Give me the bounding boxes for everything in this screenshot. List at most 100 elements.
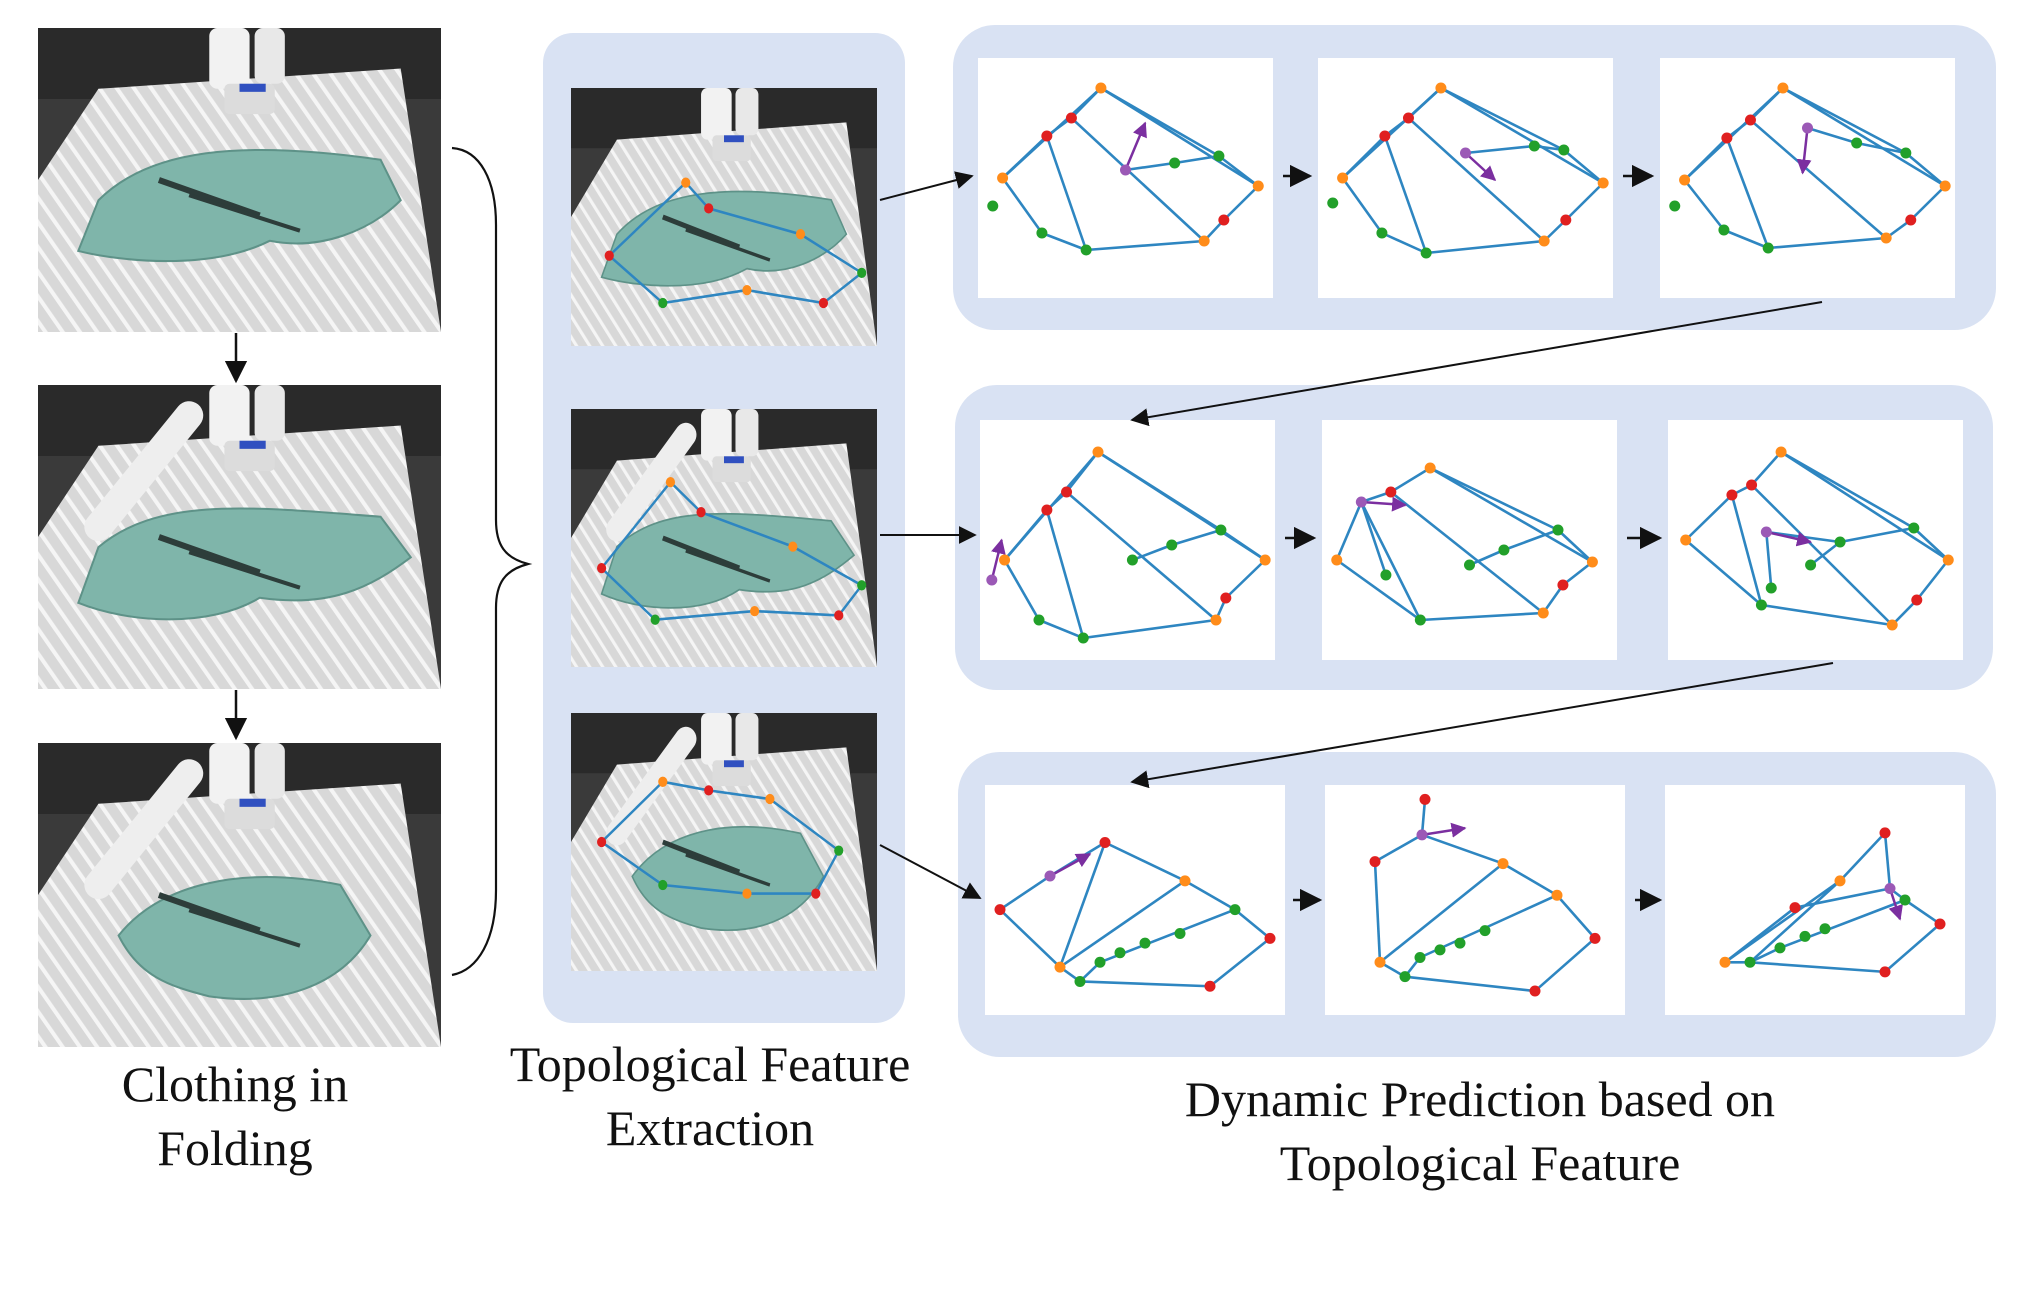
caption-dynamic-prediction: Dynamic Prediction based on Topological … xyxy=(1080,1067,1880,1195)
graph-node xyxy=(1264,932,1276,944)
graph-node xyxy=(1094,956,1106,968)
graph-node xyxy=(1174,928,1186,940)
graph-edge xyxy=(1174,154,1220,165)
graph-edge xyxy=(1884,922,1941,973)
graph-edge xyxy=(1768,236,1887,250)
graph-edge xyxy=(1912,527,1950,561)
extract-arrow-3 xyxy=(879,844,982,899)
graph-edge xyxy=(1904,152,1947,187)
graph-node xyxy=(997,172,1009,184)
graph-edge xyxy=(1083,618,1217,640)
graph-node xyxy=(1680,534,1692,546)
graph-edge xyxy=(1381,231,1427,255)
graph-node xyxy=(1041,504,1053,516)
graph-edge xyxy=(1222,185,1260,221)
clothing-photo-1 xyxy=(38,28,442,333)
graph-node xyxy=(1454,937,1466,949)
motion-arrow xyxy=(1796,127,1812,175)
graph-node xyxy=(1799,930,1811,942)
graph-node xyxy=(1589,932,1601,944)
graph-edge xyxy=(1730,494,1763,606)
graph-node xyxy=(1498,544,1510,556)
graph-edge xyxy=(1557,529,1594,563)
graph-node xyxy=(1033,614,1045,626)
graph-node xyxy=(1900,147,1912,159)
graph-node xyxy=(1036,227,1048,239)
graph-edge xyxy=(1684,494,1733,541)
graph-edge xyxy=(1542,584,1564,614)
graph-edge xyxy=(1750,451,1783,486)
graph-edge xyxy=(1070,117,1206,242)
graph-node xyxy=(1041,130,1053,142)
graph-edge xyxy=(1904,898,1941,926)
graph-edge xyxy=(1782,86,1946,188)
graph-node xyxy=(1213,150,1225,162)
graph-node xyxy=(999,554,1011,566)
motion-arrow xyxy=(1124,121,1147,171)
graph-node xyxy=(1528,140,1540,152)
graph-edge xyxy=(1079,980,1211,988)
caption-topological-feature-extraction: Topological Feature Extraction xyxy=(470,1032,950,1160)
graph-edge xyxy=(1379,862,1504,964)
graph-node xyxy=(1077,632,1089,644)
motion-arrow xyxy=(1421,822,1467,838)
graph-node xyxy=(1557,579,1569,591)
graph-tile-3 xyxy=(1660,58,1955,298)
graph-edge xyxy=(1383,135,1428,254)
graph-tile-7 xyxy=(985,785,1285,1015)
caption-clothing-in-folding: Clothing in Folding xyxy=(60,1052,410,1180)
graph-edge xyxy=(1761,603,1893,627)
graph-edge xyxy=(1468,548,1505,567)
graph-edge xyxy=(1131,543,1173,562)
graph-node xyxy=(1435,82,1447,94)
graph-edge xyxy=(1684,539,1763,606)
graph-node xyxy=(1424,462,1436,474)
graph-node xyxy=(1419,793,1431,805)
graph-edge xyxy=(1749,879,1841,964)
graph-node xyxy=(1537,607,1549,619)
graph-node xyxy=(1777,82,1789,94)
graph-node xyxy=(1789,902,1801,914)
graph-edge xyxy=(1104,841,1186,883)
graph-node xyxy=(1399,971,1411,983)
graph-node xyxy=(1095,82,1107,94)
graph-node xyxy=(1229,904,1241,916)
graph-node xyxy=(1744,114,1756,126)
graph-node xyxy=(1726,489,1738,501)
graph-node xyxy=(1464,559,1475,571)
graph-edge xyxy=(1003,559,1041,621)
graph-edge xyxy=(999,874,1051,911)
graph-node xyxy=(1054,961,1066,973)
graph-node xyxy=(994,904,1006,916)
graph-node xyxy=(1379,130,1391,142)
graph-node xyxy=(1597,177,1609,189)
graph-edge xyxy=(1335,501,1363,561)
motion-arrow xyxy=(1049,852,1092,878)
graph-edge xyxy=(1839,832,1886,882)
graph-node xyxy=(1460,147,1471,159)
graph-node xyxy=(1558,144,1570,156)
graph-node xyxy=(1529,985,1541,997)
graph-edge xyxy=(1807,126,1858,145)
curly-brace xyxy=(451,146,533,977)
graph-node xyxy=(1374,956,1386,968)
graph-tile-4 xyxy=(980,420,1275,660)
graph-node xyxy=(1331,554,1343,566)
graph-node xyxy=(1080,244,1092,256)
graph-edge xyxy=(1041,231,1087,252)
graph-node xyxy=(1337,172,1349,184)
graph-node xyxy=(1044,870,1056,882)
caption-mid-line1: Topological Feature xyxy=(509,1036,911,1092)
graph-edge xyxy=(1856,141,1907,155)
graph-node xyxy=(1220,592,1232,604)
graph-node xyxy=(1551,889,1563,901)
graph-edge xyxy=(1465,144,1535,155)
graph-node xyxy=(1179,875,1191,887)
graph-edge xyxy=(1420,611,1544,622)
graph-node xyxy=(1942,554,1954,566)
graph-node xyxy=(1718,224,1730,236)
graph-node xyxy=(1765,582,1777,594)
graph-edge xyxy=(1839,526,1915,544)
extraction-photo-2 xyxy=(571,409,877,667)
graph-edge xyxy=(1420,799,1427,835)
